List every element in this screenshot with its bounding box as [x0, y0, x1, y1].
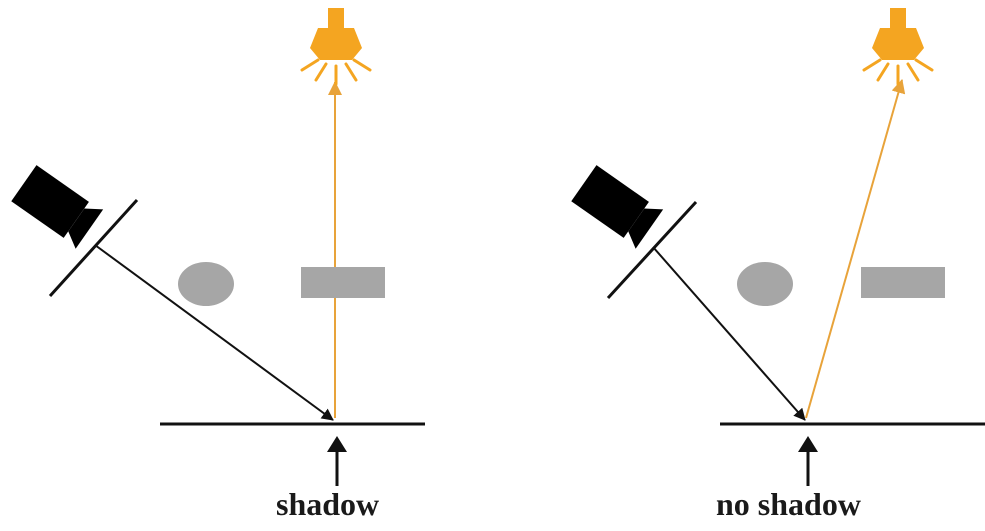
panel-shadow — [11, 8, 425, 486]
object-rect — [861, 267, 945, 298]
object-rect — [301, 267, 385, 298]
object-ellipse — [737, 262, 793, 306]
camera-icon — [11, 165, 104, 249]
caption-shadow: shadow — [276, 486, 380, 522]
up-arrow-icon — [327, 436, 347, 486]
caption-no-shadow: no shadow — [716, 486, 861, 522]
filter-line — [48, 198, 139, 298]
up-arrow-icon — [798, 436, 818, 486]
lamp-icon — [862, 8, 934, 86]
lamp-icon — [300, 8, 372, 86]
filter-line — [606, 200, 698, 300]
camera-ray — [652, 246, 806, 421]
camera-icon — [571, 165, 664, 249]
camera-ray — [94, 244, 334, 421]
panel-no-shadow — [571, 8, 985, 486]
light-ray — [805, 79, 906, 419]
object-ellipse — [178, 262, 234, 306]
